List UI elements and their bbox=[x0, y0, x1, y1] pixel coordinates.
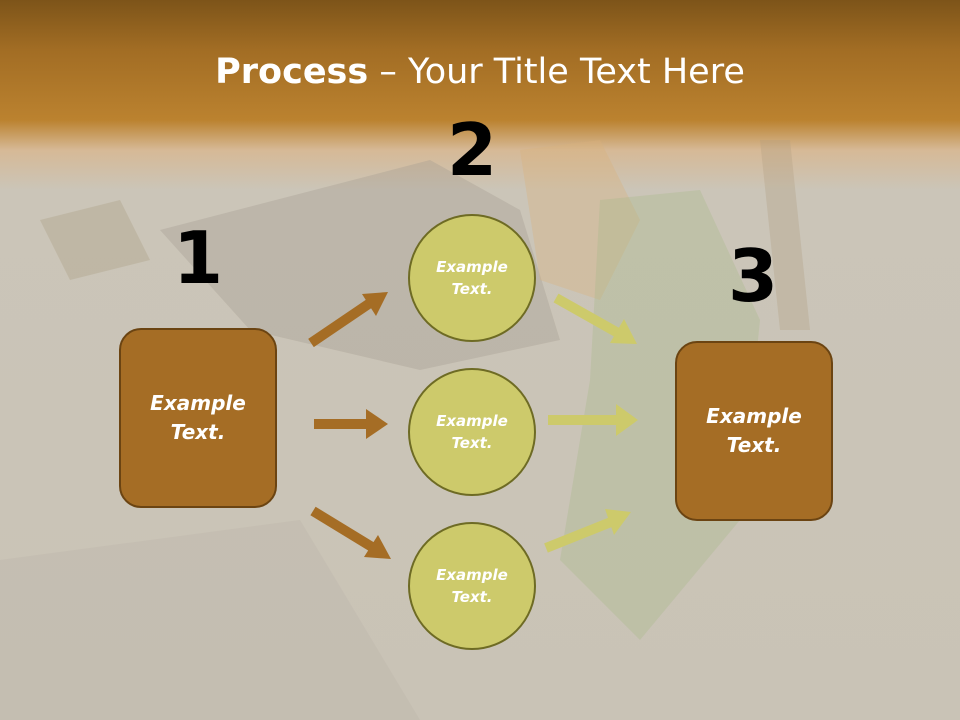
title-rest: – Your Title Text Here bbox=[368, 52, 745, 92]
right-step-box: Example Text. bbox=[675, 341, 833, 521]
left-box-line1: Example bbox=[150, 391, 246, 415]
arrow-left-to-bottom bbox=[310, 506, 391, 559]
circle-bottom-line1: Example bbox=[436, 565, 508, 584]
right-box-line2: Text. bbox=[726, 433, 782, 457]
arrow-middle-to-right bbox=[548, 404, 638, 436]
arrow-top-to-right bbox=[553, 293, 637, 344]
circle-step-top: Example Text. bbox=[408, 214, 536, 342]
slide-title: Process – Your Title Text Here bbox=[0, 52, 960, 92]
arrow-bottom-to-right bbox=[544, 509, 631, 553]
title-bold: Process bbox=[215, 52, 369, 92]
circle-top-line2: Text. bbox=[451, 280, 493, 298]
circle-middle-line1: Example bbox=[436, 411, 508, 430]
circle-top-line1: Example bbox=[436, 257, 508, 276]
arrow-left-to-top bbox=[308, 292, 388, 348]
arrow-left-to-middle bbox=[314, 409, 388, 439]
left-box-line2: Text. bbox=[170, 420, 226, 444]
step-number-2: 2 bbox=[446, 108, 498, 192]
circle-middle-line2: Text. bbox=[451, 434, 493, 452]
step-number-3: 3 bbox=[727, 234, 779, 318]
left-step-box: Example Text. bbox=[119, 328, 277, 508]
step-number-1: 1 bbox=[172, 216, 224, 300]
right-box-line1: Example bbox=[706, 404, 802, 428]
circle-step-middle: Example Text. bbox=[408, 368, 536, 496]
circle-step-bottom: Example Text. bbox=[408, 522, 536, 650]
circle-bottom-line2: Text. bbox=[451, 588, 493, 606]
